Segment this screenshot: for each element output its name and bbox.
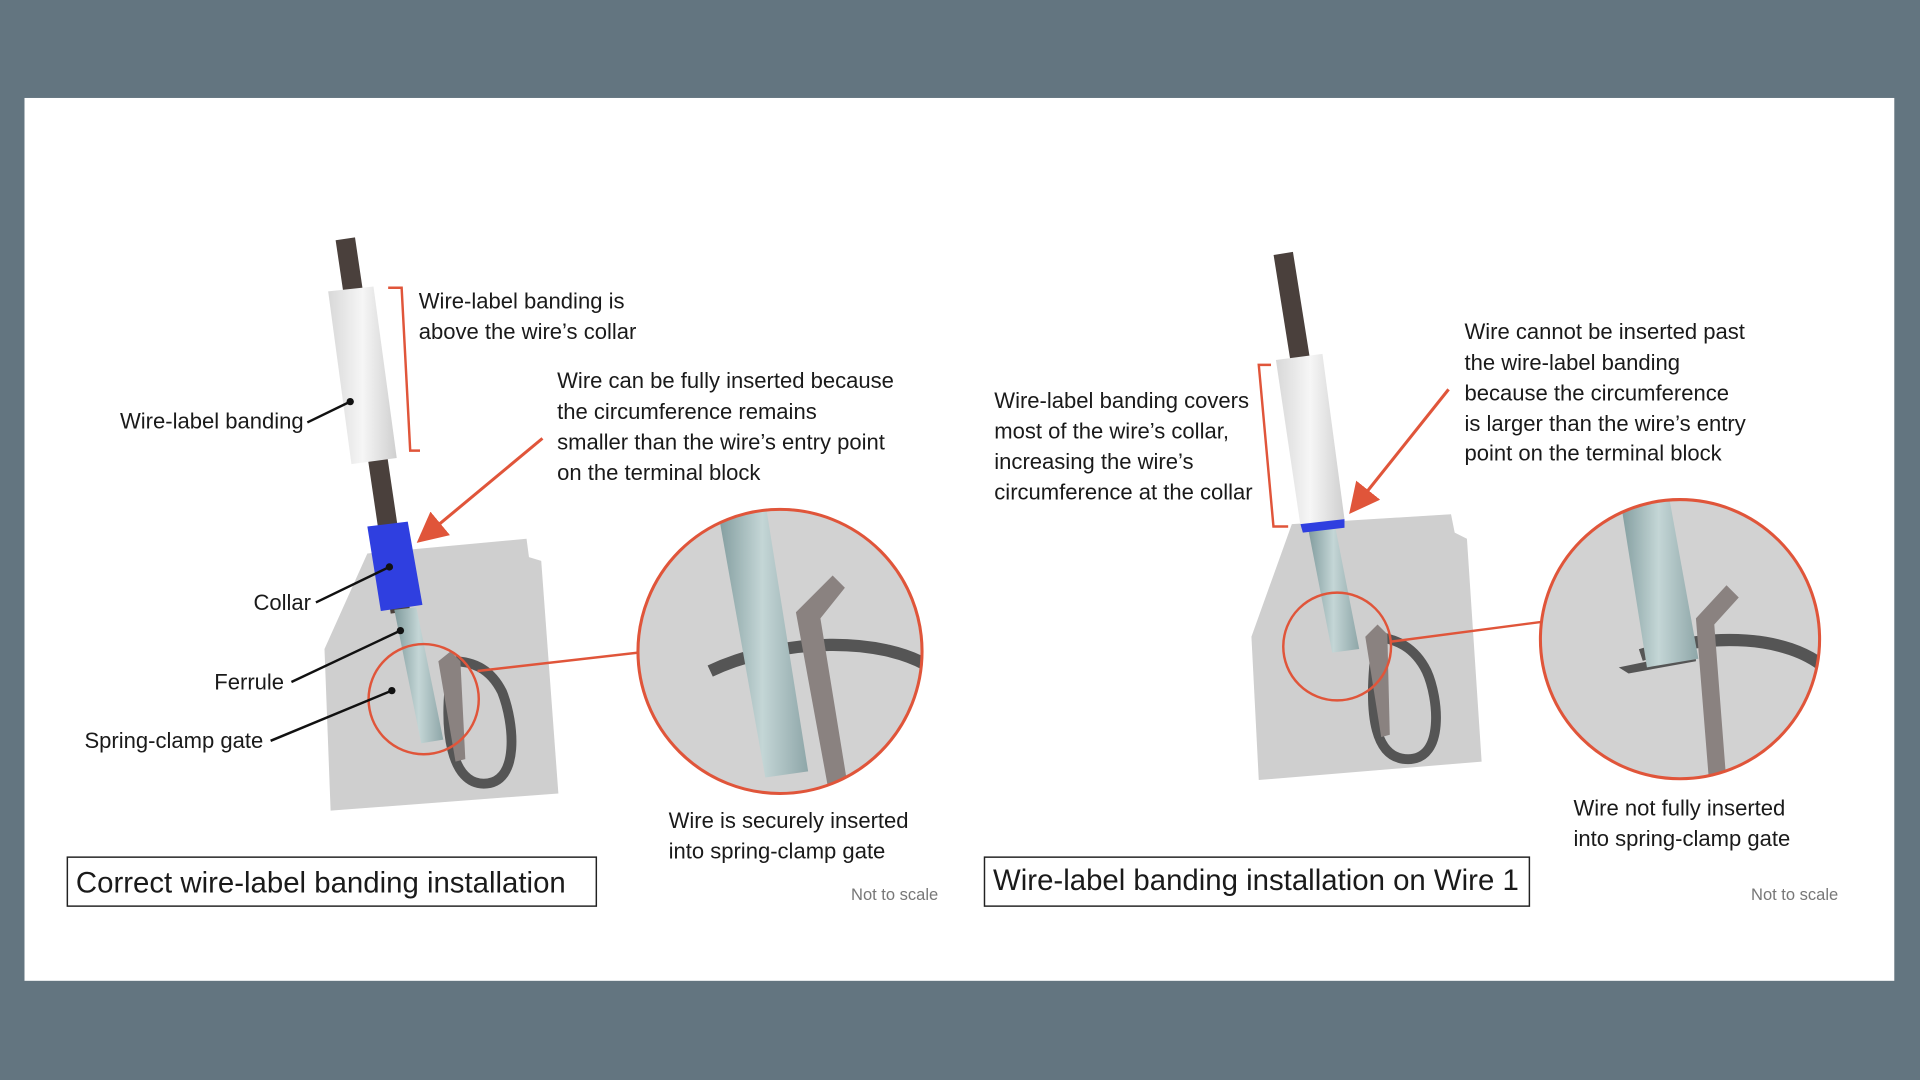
right-panel: Wire-label banding covers most of the wi… <box>983 251 1838 907</box>
collar <box>367 521 423 612</box>
detail-connector <box>1390 620 1541 643</box>
detail-circle-large <box>1538 498 1822 781</box>
bracket <box>1257 363 1289 528</box>
clamp-gate <box>438 651 466 762</box>
wire-label-banding <box>1275 353 1345 526</box>
title-box <box>983 856 1531 907</box>
arrow <box>416 437 544 543</box>
detail-circle-large <box>636 507 924 795</box>
zoom-caption: Wire not fully inserted into spring-clam… <box>1573 796 1791 852</box>
wire <box>1273 251 1311 363</box>
bracket-note: Wire-label banding is above the wire’s c… <box>419 289 637 345</box>
svg-text:Collar: Collar <box>253 590 311 615</box>
arrow <box>1349 388 1450 515</box>
arrow-note: Wire can be fully inserted because the c… <box>557 368 900 485</box>
title-box <box>66 856 598 907</box>
panel-title: Wire-label banding installation on Wire … <box>993 864 1519 897</box>
zoom-caption: Wire is securely inserted into spring-cl… <box>669 808 915 864</box>
scale-note: Not to scale <box>851 885 938 904</box>
terminal-block <box>1251 514 1482 780</box>
spring-clamp <box>443 656 517 789</box>
svg-text:Ferrule: Ferrule <box>214 669 284 694</box>
ferrule <box>394 607 444 744</box>
bracket-note: Wire-label banding covers most of the wi… <box>994 388 1255 505</box>
spring-clamp <box>1368 631 1441 765</box>
left-panel: Wire-label banding is above the wire’s c… <box>66 237 938 907</box>
callout-ferrule: Ferrule <box>214 626 405 694</box>
bracket <box>388 286 420 452</box>
detail-view <box>637 509 923 794</box>
collar <box>1300 519 1345 533</box>
svg-text:Spring-clamp gate: Spring-clamp gate <box>84 728 263 753</box>
wire-label-banding <box>328 286 397 465</box>
scale-note: Not to scale <box>1751 885 1838 904</box>
detail-view <box>1540 499 1820 779</box>
callout-collar: Collar <box>253 563 394 615</box>
svg-text:Wire-label banding: Wire-label banding <box>120 409 304 434</box>
detail-connector <box>477 651 639 673</box>
ferrule <box>1307 524 1360 653</box>
detail-circle-small <box>1282 591 1393 702</box>
callout-gate: Spring-clamp gate <box>84 686 396 753</box>
panel-title: Correct wire-label banding installation <box>76 867 566 900</box>
callout-banding: Wire-label banding <box>120 397 354 434</box>
arrow-note: Wire cannot be inserted past the wire-la… <box>1464 319 1751 465</box>
